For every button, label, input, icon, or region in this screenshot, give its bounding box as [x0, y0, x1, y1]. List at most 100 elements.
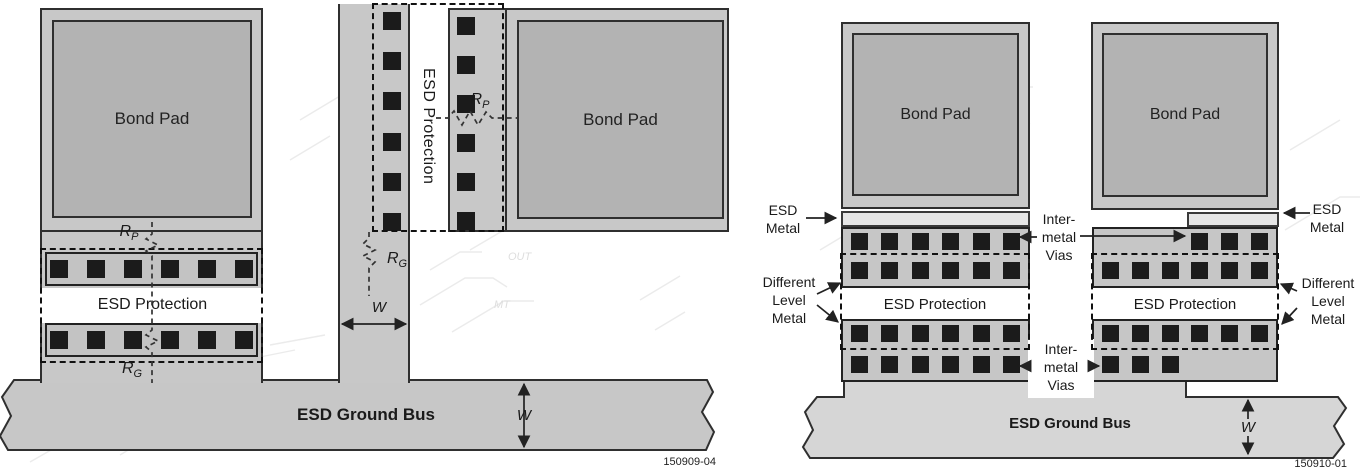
resistor-rp-label-stack: RP [119, 223, 139, 244]
figure-right-multi-level-layout: Bond Pad ESD Protection Bond Pad [760, 0, 1361, 473]
via-square [1191, 325, 1209, 342]
via-column-pad [457, 17, 475, 230]
via-square [911, 233, 929, 250]
via-square [1002, 262, 1020, 279]
esd-ground-bus-label: ESD Ground Bus [297, 405, 435, 424]
via-square [942, 325, 960, 342]
via-square [1131, 325, 1149, 342]
via-square [881, 262, 899, 279]
via-square [1191, 262, 1209, 279]
via-square [851, 233, 868, 250]
figure-number: 150909-04 [663, 456, 716, 468]
esd-metal-band-left [841, 211, 1030, 227]
width-label-bus: W [516, 407, 532, 424]
via-square [124, 260, 142, 278]
bond-pad-left: Bond Pad [40, 8, 263, 232]
via-square [1102, 356, 1119, 373]
via-row [843, 325, 1028, 342]
via-square [851, 262, 868, 279]
via-square [1221, 262, 1239, 279]
different-level-metal-label-left: Different Level Metal [762, 274, 816, 326]
resistor-rg-label-stack: RG [121, 360, 143, 381]
esd-metal-label-left: ESD Metal [765, 202, 801, 236]
via-square [881, 356, 899, 373]
via-square [457, 56, 475, 74]
via-row [1094, 262, 1276, 279]
via-square [1251, 233, 1268, 250]
resistor-rp-label-pad: RP [470, 91, 490, 112]
label-backdrop [1028, 339, 1094, 398]
via-square [383, 52, 401, 71]
via-square [942, 233, 960, 250]
via-square [972, 356, 990, 373]
via-row [47, 331, 256, 349]
via-square [851, 356, 868, 373]
bond-pad-right: Bond Pad [1091, 22, 1279, 210]
via-square [1221, 325, 1239, 342]
via-square [972, 262, 990, 279]
via-square [1250, 262, 1268, 279]
bond-pad-label: Bond Pad [900, 105, 971, 123]
via-square [457, 17, 475, 35]
via-square [1161, 325, 1179, 342]
via-square [383, 212, 401, 231]
via-square [972, 325, 990, 342]
width-label-bus: W [1226, 419, 1270, 436]
figure-number: 150910-01 [1294, 458, 1347, 470]
esd-protection-dashed-outline [40, 248, 263, 363]
via-square [235, 331, 253, 349]
via-square [972, 233, 990, 250]
via-row [1094, 325, 1276, 342]
via-square [457, 134, 475, 152]
different-level-metal-label-right: Different Level Metal [1301, 275, 1355, 327]
via-square [1250, 325, 1268, 342]
via-square [50, 260, 68, 278]
via-square [457, 173, 475, 191]
esd-protection-dashed-outline-strip [372, 3, 504, 232]
via-square [942, 356, 960, 373]
via-row [1094, 233, 1276, 250]
ground-stem [843, 381, 1187, 398]
via-square [911, 356, 929, 373]
width-label-strip: W [371, 299, 387, 316]
via-square [881, 325, 899, 342]
inter-metal-vias-label-bottom: Inter- metal Vias [1043, 341, 1079, 393]
bond-pad-label: Bond Pad [114, 109, 190, 128]
bond-pad-right-inner: Bond Pad [1102, 33, 1268, 197]
via-square [87, 260, 105, 278]
via-square [457, 212, 475, 230]
via-square [383, 12, 401, 30]
via-square [1132, 356, 1149, 373]
via-square [1162, 356, 1179, 373]
via-square [851, 325, 868, 342]
bond-pad-label: Bond Pad [583, 109, 658, 129]
via-square [198, 331, 216, 349]
via-row [843, 262, 1028, 279]
esd-protection-label-right: ESD Protection [1133, 296, 1237, 313]
esd-protection-label-vertical: ESD Protection [420, 67, 438, 185]
via-square [235, 260, 253, 278]
via-column-strip [383, 12, 401, 231]
via-square [161, 331, 179, 349]
via-square [1131, 262, 1149, 279]
different-level-metal-dashed-right [1091, 253, 1279, 350]
esd-protection-label-left: ESD Protection [883, 296, 987, 313]
via-row [1094, 356, 1276, 373]
different-level-metal-dashed-left [840, 253, 1030, 350]
via-square [942, 262, 960, 279]
via-square [1191, 233, 1208, 250]
bond-pad-right-inner: Bond Pad [517, 20, 724, 219]
esd-metal-label-right: ESD Metal [1309, 201, 1345, 235]
via-square [911, 262, 929, 279]
via-square [124, 331, 142, 349]
via-square [911, 325, 929, 342]
via-square [50, 331, 68, 349]
via-square [1161, 262, 1179, 279]
via-square [1102, 325, 1119, 342]
bond-pad-left-inner: Bond Pad [852, 33, 1019, 196]
via-row [843, 356, 1028, 373]
pad-metal-divider-line [505, 10, 507, 230]
via-square [1002, 325, 1020, 342]
esd-metal-band-right [1187, 212, 1279, 227]
